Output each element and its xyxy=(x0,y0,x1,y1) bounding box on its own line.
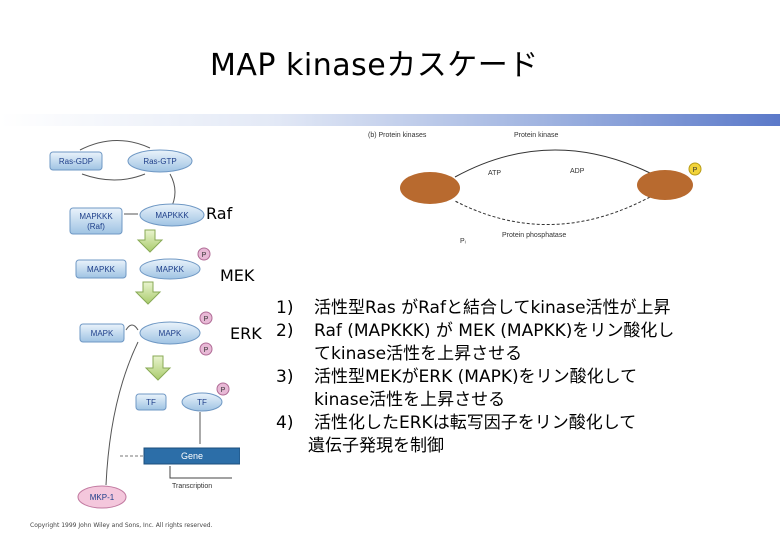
tf-inactive-label: TF xyxy=(146,398,156,407)
phosphate-label: P xyxy=(693,167,698,174)
protein-kinase-label: Protein kinase xyxy=(514,132,558,139)
mkp1-label: MKP-1 xyxy=(90,493,115,502)
list-item: 3) 活性型MEKがERK (MAPK)をリン酸化して xyxy=(276,366,674,389)
step-number: 2) xyxy=(276,321,294,341)
transcription-label: Transcription xyxy=(172,483,212,490)
ras-gdp-label: Ras-GDP xyxy=(59,157,93,166)
phosphate-icon xyxy=(197,247,211,261)
mapkk-inactive-box xyxy=(75,259,127,279)
mapk-activation-arrow xyxy=(125,324,139,331)
step-text-continued: kinase活性を上昇させる xyxy=(314,390,506,410)
mek-caption: MEK xyxy=(220,266,255,285)
panel-heading: (b) Protein kinases xyxy=(368,132,427,139)
mapkkk-active-label: MAPKKK xyxy=(155,211,189,220)
page-title: MAP kinaseカスケード xyxy=(210,48,539,83)
gene-label: Gene xyxy=(181,451,203,461)
phosphate-label: P xyxy=(204,316,209,323)
mapk-active-label: MAPK xyxy=(159,329,182,338)
mapkk-to-mapk-arrow xyxy=(134,281,162,305)
mapk-inactive-label: MAPK xyxy=(91,329,114,338)
tf-inactive-box xyxy=(135,393,167,411)
mapkkk-inactive-box xyxy=(69,207,123,235)
map-kinase-cascade-diagram: Ras-GDP Ras-GTP MAPKKK (Raf) MAPKKK MAPK… xyxy=(49,139,240,509)
ras-gtp-label: Ras-GTP xyxy=(143,157,176,166)
step-text: 活性化したERKは転写因子をリン酸化して xyxy=(314,413,637,433)
dephosphorylation-arc xyxy=(454,196,651,226)
phosphate-label: P xyxy=(221,387,226,394)
adp-label: ADP xyxy=(570,168,585,175)
step-number: 4) xyxy=(276,413,294,433)
list-item: 1) 活性型Ras がRafと結合してkinase活性が上昇 xyxy=(276,297,674,320)
tf-active-label: TF xyxy=(197,398,207,407)
phosphate-icon xyxy=(199,311,213,325)
ras-gtp-box xyxy=(127,149,193,173)
list-item: 2) Raf (MAPKKK) が MEK (MAPKK)をリン酸化し xyxy=(276,320,674,343)
step-text-continued: てkinase活性を上昇させる xyxy=(314,344,523,364)
mapkk-active-box xyxy=(139,258,201,280)
step-number: 1) xyxy=(276,298,294,318)
protein-kinase-panel: (b) Protein kinases Protein kinase ATP A… xyxy=(368,132,702,245)
protein-phosphorylated xyxy=(637,170,693,200)
mapkkk-inactive-label: MAPKKK xyxy=(79,212,113,221)
tf-active-box xyxy=(181,392,223,412)
step-text: Raf (MAPKKK) が MEK (MAPKK)をリン酸化し xyxy=(314,321,675,341)
mapk-to-tf-arrow xyxy=(144,355,172,381)
phosphorylation-arc xyxy=(454,149,651,178)
transcription-arrow xyxy=(169,466,232,479)
pi-label: Pᵢ xyxy=(460,238,466,245)
step-text: 活性型Ras がRafと結合してkinase活性が上昇 xyxy=(314,298,671,318)
title-underline-band xyxy=(0,114,780,126)
atp-label: ATP xyxy=(488,170,501,177)
mapkkk-active-box xyxy=(139,203,205,227)
mkp1-feedback-arrow xyxy=(105,341,139,486)
phosphate-label: P xyxy=(204,347,209,354)
gene-box xyxy=(143,447,240,465)
erk-caption: ERK xyxy=(230,324,262,343)
raf-caption: Raf xyxy=(206,204,233,223)
step-number: 3) xyxy=(276,367,294,387)
phosphate-icon xyxy=(688,162,702,176)
copyright-notice: Copyright 1999 John Wiley and Sons, Inc.… xyxy=(30,522,213,529)
mapkkk-to-mapkk-arrow xyxy=(136,229,164,253)
step-text-continued: 遺伝子発現を制御 xyxy=(308,436,444,456)
mapkkk-inactive-sublabel: (Raf) xyxy=(87,222,105,231)
list-item: 4) 活性化したERKは転写因子をリン酸化して xyxy=(276,412,674,435)
phosphate-icon xyxy=(216,382,230,396)
mkp1-box xyxy=(77,485,127,509)
phosphate-label: P xyxy=(202,252,207,259)
mapkk-inactive-label: MAPKK xyxy=(87,265,116,274)
protein-unphosphorylated xyxy=(400,172,460,204)
ras-return-arrow xyxy=(81,173,146,181)
mapk-active-box xyxy=(139,321,201,345)
mapkk-active-label: MAPKK xyxy=(156,265,185,274)
cascade-step-list: 1) 活性型Ras がRafと結合してkinase活性が上昇 2) Raf (M… xyxy=(276,297,674,458)
protein-phosphatase-label: Protein phosphatase xyxy=(502,232,566,239)
phosphate-icon xyxy=(199,342,213,356)
ras-gdp-box xyxy=(49,151,103,171)
mapk-inactive-box xyxy=(79,323,125,343)
step-text: 活性型MEKがERK (MAPK)をリン酸化して xyxy=(314,367,638,387)
ras-activation-arrow xyxy=(79,139,151,151)
